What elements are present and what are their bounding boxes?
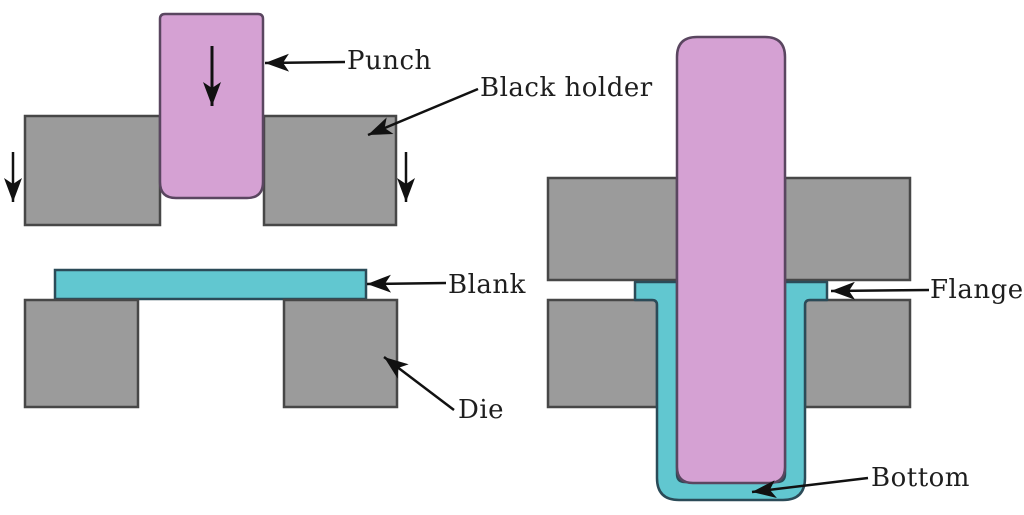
die-left-block	[23, 298, 140, 409]
blank-sheet	[53, 268, 368, 301]
after-stage	[546, 35, 930, 502]
die-right-block-2	[803, 298, 912, 409]
before-stage	[4, 12, 479, 411]
bottom-label: Bottom	[871, 463, 970, 493]
die-right-block	[282, 298, 399, 409]
punch-block-2	[675, 35, 787, 485]
black-holder-leader-arrow-icon	[367, 87, 479, 137]
bottom-leader-arrow-icon	[751, 476, 869, 499]
die-leader-arrow-icon	[383, 356, 455, 411]
die-label: Die	[458, 395, 505, 425]
blank-holder-left-block-2	[546, 176, 679, 282]
flange-leader-arrow-icon	[830, 281, 930, 300]
blank-holder-left-block	[23, 114, 162, 227]
blank-label: Blank	[448, 270, 526, 300]
die-left-block-2	[546, 298, 659, 409]
punch-leader-arrow-icon	[264, 53, 346, 72]
black-holder-label: Black holder	[480, 73, 653, 103]
punch-label: Punch	[347, 46, 432, 76]
blank-leader-arrow-icon	[366, 274, 447, 293]
flange-label: Flange	[930, 275, 1024, 305]
blank-holder-right-block-2	[783, 176, 912, 282]
